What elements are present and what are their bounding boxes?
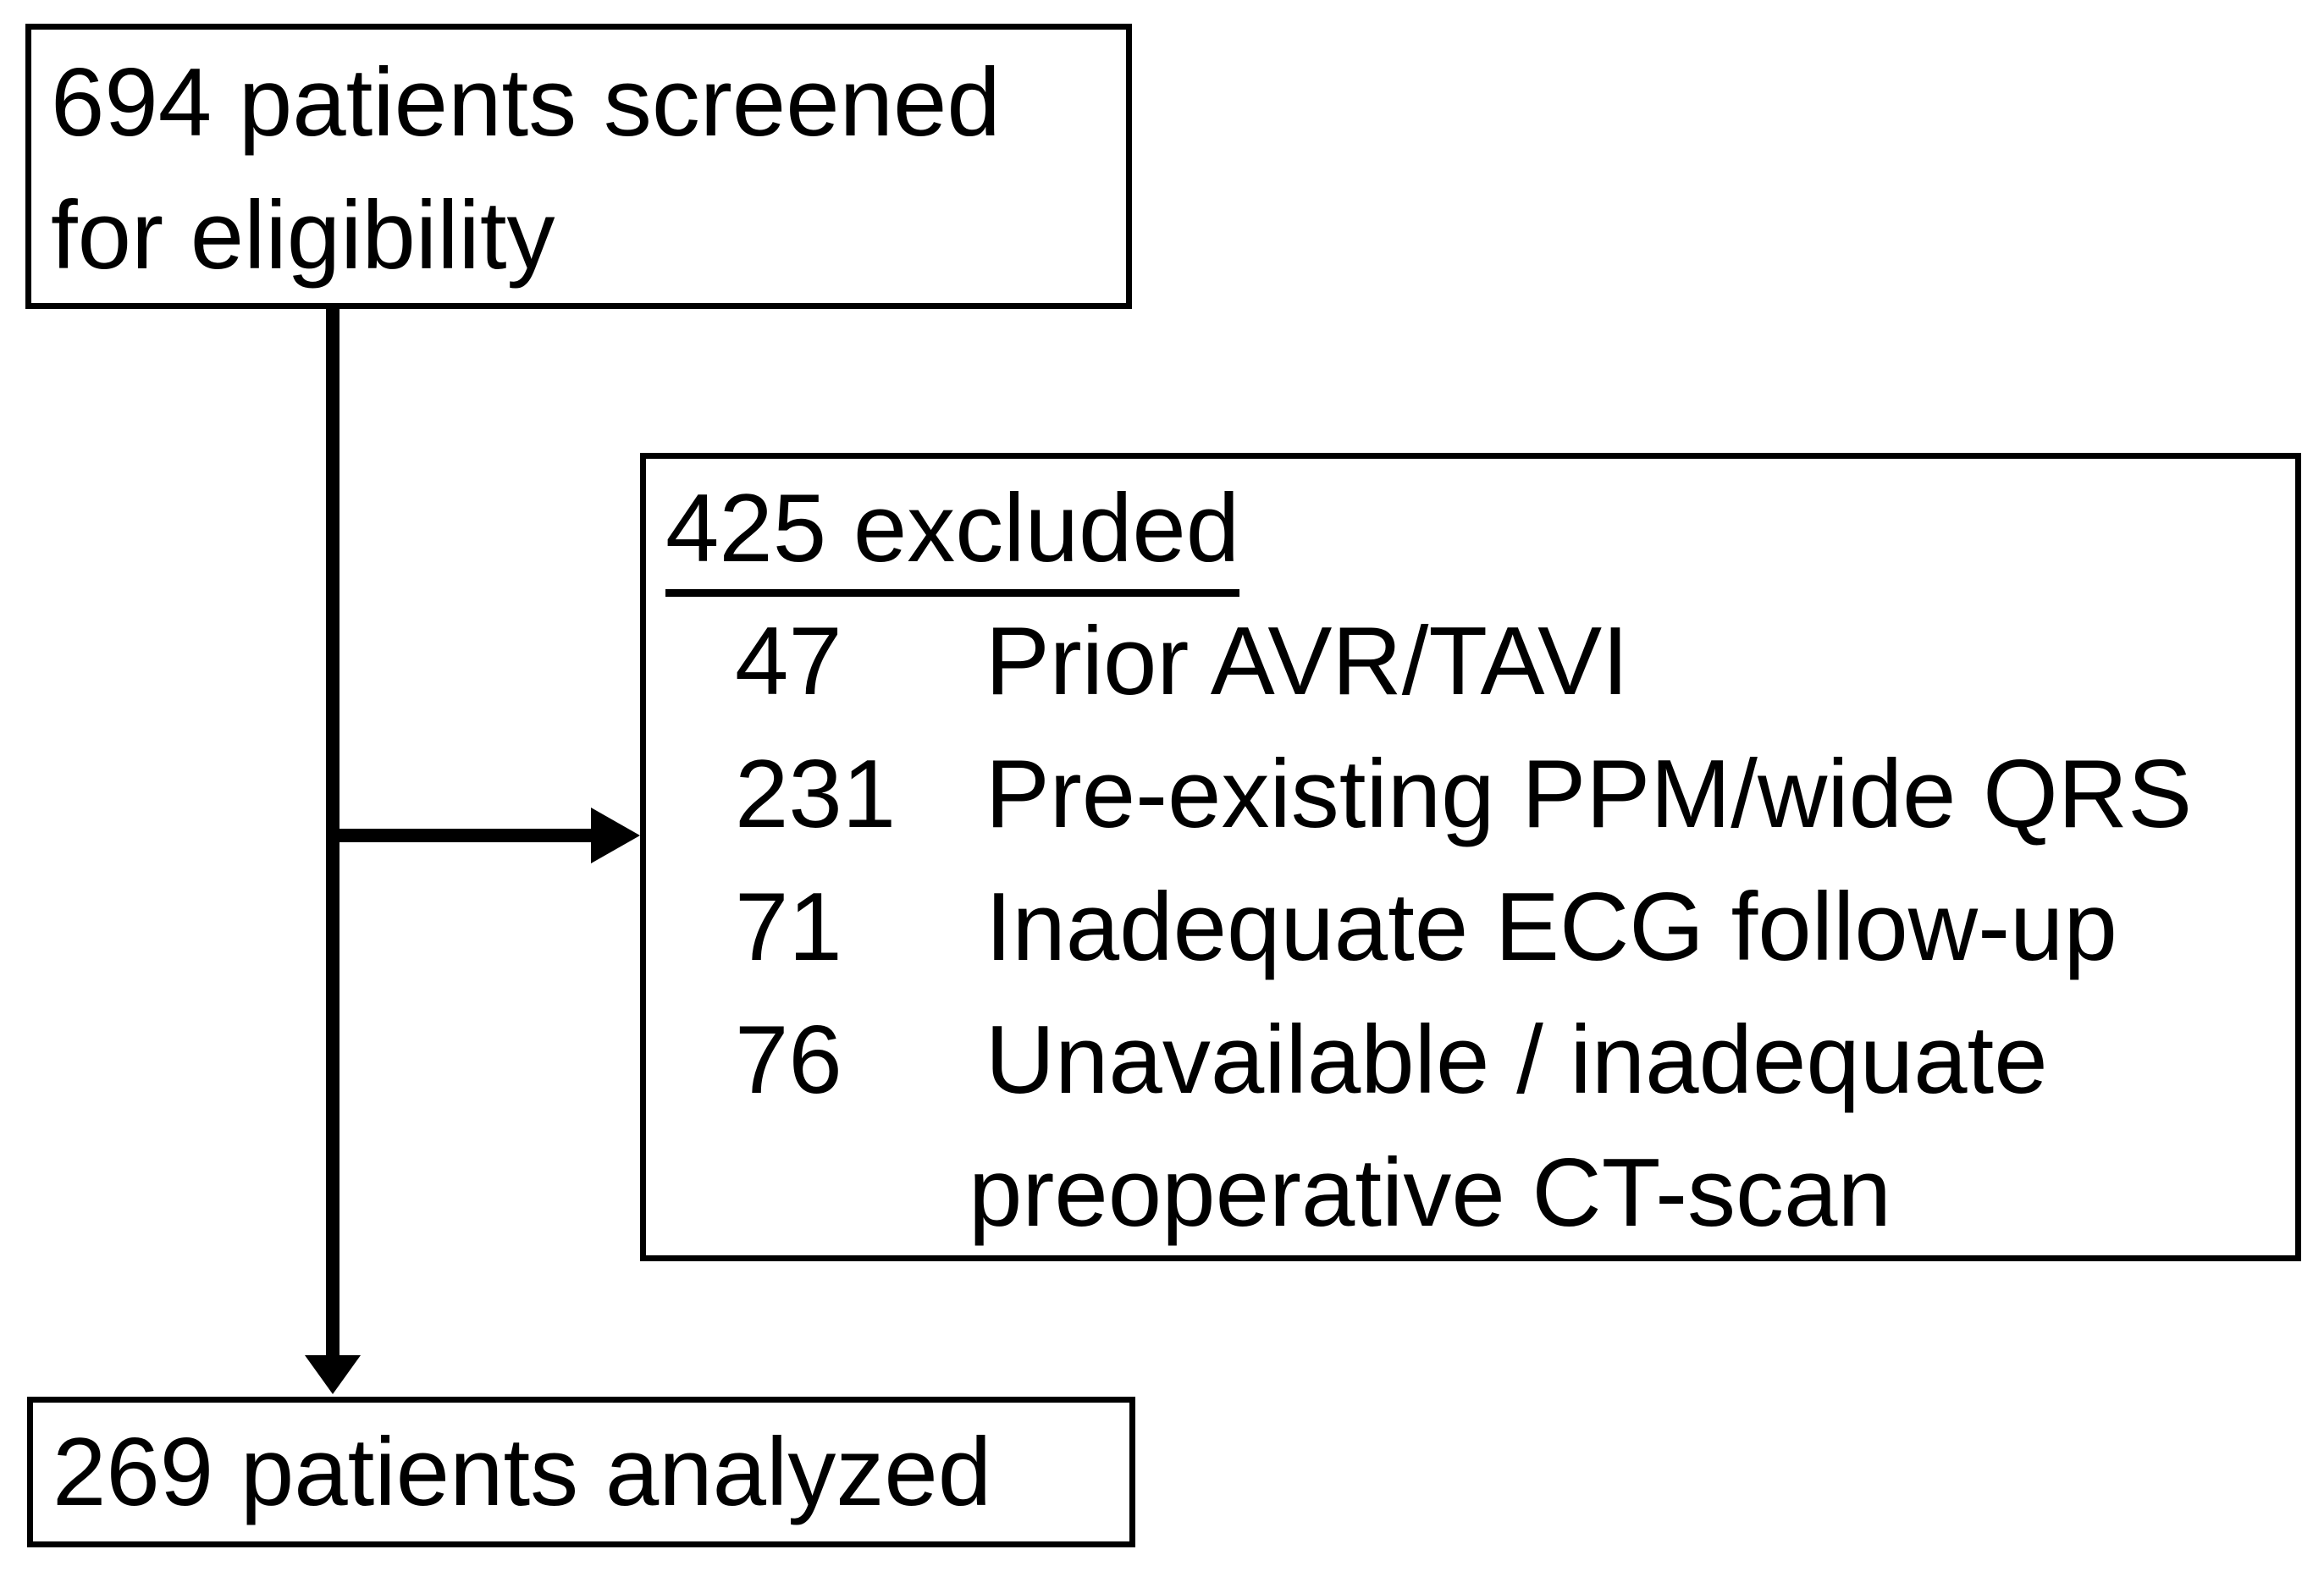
excluded-item: 71 Inadequate ECG follow-up	[735, 861, 2295, 994]
excluded-item-reason: Prior AVR/TAVI	[985, 608, 1629, 715]
excluded-header: 425 excluded	[665, 462, 2295, 597]
excluded-item-count: 71	[735, 874, 842, 981]
right-arrow-line	[333, 829, 593, 842]
excluded-item-count: 47	[735, 608, 842, 715]
excluded-item: 47 Prior AVR/TAVI	[735, 595, 2295, 728]
excluded-item: 231 Pre-existing PPM/wide QRS	[735, 728, 2295, 861]
screened-box-line1: 694 patients screened	[51, 49, 1001, 157]
screened-box-line2: for eligibility	[51, 182, 555, 289]
excluded-item-count: 231	[735, 741, 897, 848]
excluded-item-reason: Unavailable / inadequate	[985, 1006, 2048, 1114]
excluded-item-reason: Inadequate ECG follow-up	[985, 874, 2117, 981]
excluded-header-text: 425 excluded	[665, 475, 1240, 597]
screened-box: 694 patients screened for eligibility	[25, 24, 1132, 309]
analyzed-box-text: 269 patients analyzed	[52, 1418, 992, 1526]
excluded-box: 425 excluded 47 Prior AVR/TAVI 231 Pre-e…	[640, 453, 2301, 1261]
excluded-item: 76 Unavailable / inadequate	[735, 994, 2295, 1127]
excluded-item-count: 76	[735, 1006, 842, 1114]
excluded-item-reason: Pre-existing PPM/wide QRS	[985, 741, 2193, 848]
excluded-item-reason-continuation: preoperative CT-scan	[969, 1139, 1891, 1247]
down-arrowhead-icon	[305, 1355, 361, 1394]
analyzed-box: 269 patients analyzed	[27, 1397, 1135, 1547]
right-arrowhead-icon	[591, 808, 640, 863]
